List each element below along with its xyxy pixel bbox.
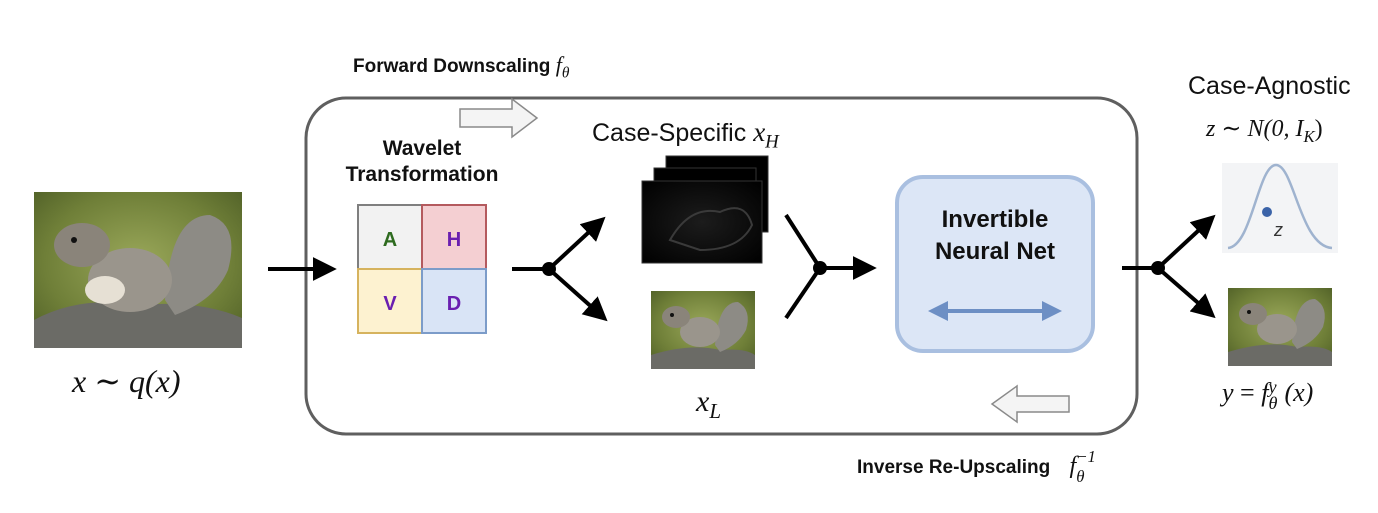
forward-downscaling-text: Forward Downscaling — [353, 56, 551, 77]
merge-junction — [784, 213, 877, 320]
inn-title-line2: Neural Net — [934, 238, 1056, 265]
case-specific-text: Case-Specific — [592, 119, 747, 147]
inn-title: Invertible Neural Net — [897, 204, 1093, 268]
low-res-squirrel-image — [651, 291, 755, 369]
latent-point-label: z — [1273, 220, 1283, 240]
wavelet-cell-a — [357, 204, 423, 270]
latent-distribution-formula: z ∼ N(0, IK) — [1206, 116, 1323, 146]
forward-symbol: fθ — [555, 52, 570, 82]
wavelet-title: Wavelet Transformation — [332, 136, 512, 188]
low-res-symbol: xL — [696, 385, 722, 423]
split-junction-2 — [1122, 214, 1216, 319]
wavelet-letter-a: A — [383, 229, 397, 251]
wavelet-cell-d — [421, 268, 487, 334]
forward-downscaling-label: Forward Downscaling fθ — [353, 52, 569, 82]
wavelet-grid: A H V D — [357, 204, 487, 334]
case-specific-label: Case-Specific xH — [592, 117, 779, 153]
output-squirrel-image — [1228, 288, 1332, 366]
gaussian-distribution-plot: z — [1222, 163, 1338, 253]
bidirectional-arrow-icon — [928, 301, 1062, 321]
wavelet-title-line1: Wavelet — [382, 137, 462, 160]
input-squirrel-image — [34, 192, 242, 348]
latent-point — [1262, 207, 1272, 217]
inverse-reupscaling-text: Inverse Re-Upscaling — [857, 457, 1051, 478]
forward-direction-arrow — [459, 97, 539, 139]
case-specific-symbol: xH — [753, 117, 779, 153]
wavelet-letter-d: D — [447, 293, 461, 315]
high-frequency-stack — [641, 155, 769, 264]
wavelet-letter-v: V — [383, 293, 397, 315]
split-junction-1 — [512, 216, 608, 322]
inverse-direction-arrow — [990, 384, 1070, 424]
wavelet-letter-h: H — [447, 229, 461, 251]
wavelet-title-line2: Transformation — [345, 163, 499, 186]
inn-title-line1: Invertible — [941, 206, 1049, 233]
input-distribution-formula: x ∼ q(x) — [72, 363, 181, 399]
case-agnostic-label: Case-Agnostic — [1188, 72, 1351, 100]
